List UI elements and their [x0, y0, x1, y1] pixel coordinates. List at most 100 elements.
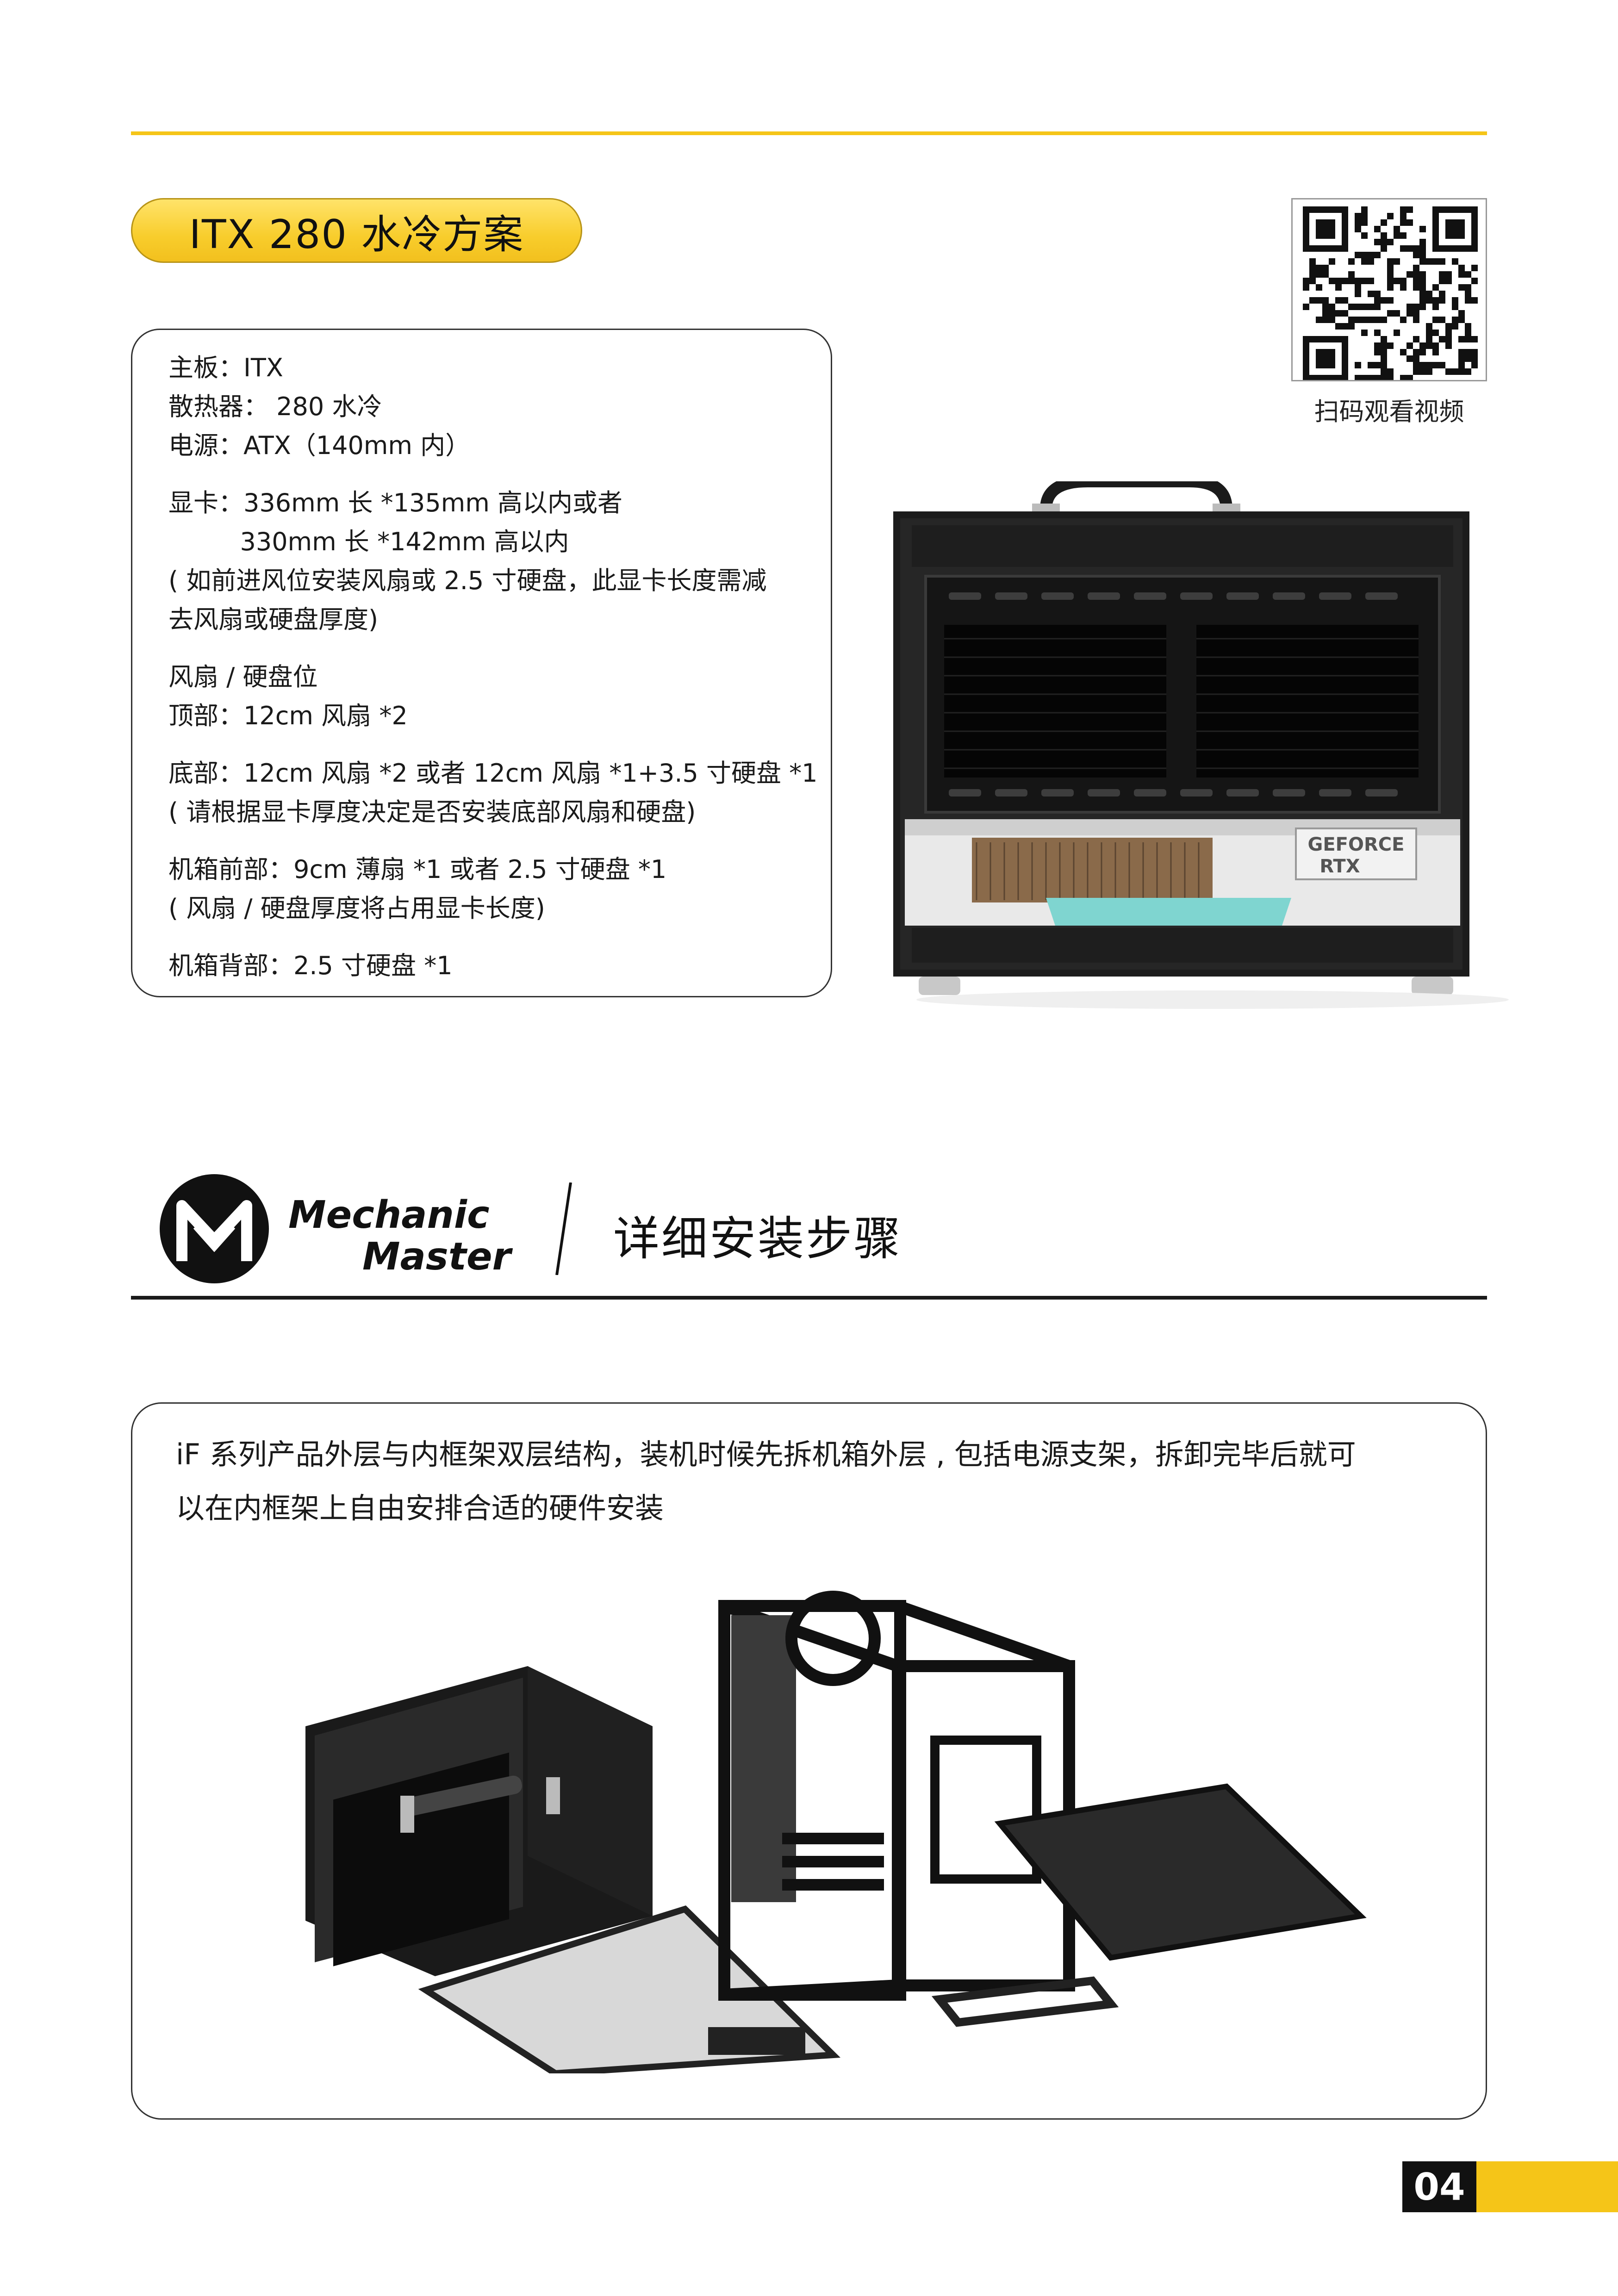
qr-module [1406, 355, 1413, 362]
qr-module [1426, 323, 1432, 330]
qr-module [1400, 232, 1406, 239]
qr-module [1458, 271, 1465, 278]
qr-module [1439, 278, 1445, 284]
qr-module [1381, 219, 1387, 226]
spec-gap [168, 639, 831, 658]
qr-module [1374, 362, 1381, 368]
qr-module [1387, 297, 1394, 304]
qr-module [1316, 265, 1322, 271]
qr-module [1432, 297, 1439, 304]
qr-module [1445, 342, 1452, 349]
qr-module [1471, 349, 1478, 355]
qr-module [1335, 278, 1342, 284]
qr-module [1374, 317, 1381, 323]
qr-module [1445, 271, 1452, 278]
qr-module [1439, 271, 1445, 278]
qr-module [1309, 297, 1316, 304]
qr-module [1387, 239, 1394, 245]
qr-module [1452, 258, 1458, 265]
qr-module [1374, 349, 1381, 355]
spec-line: 机箱背部：2.5 寸硬盘 *1 [168, 951, 453, 980]
qr-code[interactable] [1291, 198, 1487, 381]
qr-module [1381, 336, 1387, 342]
qr-module [1316, 271, 1322, 278]
qr-module [1361, 206, 1368, 213]
qr-module [1439, 291, 1445, 297]
qr-module [1355, 362, 1361, 368]
qr-module [1400, 219, 1406, 226]
qr-module [1452, 297, 1458, 304]
qr-module [1329, 258, 1335, 265]
qr-module [1309, 278, 1316, 284]
qr-module [1355, 252, 1361, 258]
qr-module [1322, 304, 1329, 310]
qr-module [1419, 349, 1426, 355]
qr-module [1419, 362, 1426, 368]
qr-module [1400, 317, 1406, 323]
qr-module [1381, 239, 1387, 245]
qr-module [1387, 265, 1394, 271]
qr-module [1445, 336, 1452, 342]
qr-module [1361, 278, 1368, 284]
qr-module [1432, 342, 1439, 349]
brand-line2: Master [362, 1235, 511, 1279]
qr-module [1413, 368, 1419, 375]
gpu-brand-line1: GEFORCE [1308, 834, 1405, 855]
spec-line: 风扇 / 硬盘位 [168, 662, 318, 691]
qr-module [1400, 349, 1406, 355]
qr-module [1348, 278, 1355, 284]
qr-module [1355, 317, 1361, 323]
qr-module [1458, 310, 1465, 317]
spec-line: 330mm 长 *142mm 高以内 [168, 527, 569, 556]
qr-module [1471, 297, 1478, 304]
qr-module [1413, 336, 1419, 342]
qr-module [1374, 252, 1381, 258]
qr-module [1432, 304, 1439, 310]
qr-module [1374, 239, 1381, 245]
qr-module [1419, 245, 1426, 252]
qr-module [1458, 368, 1465, 375]
qr-module [1419, 239, 1426, 245]
qr-module [1309, 265, 1316, 271]
qr-module [1387, 342, 1394, 349]
qr-module [1413, 278, 1419, 284]
qr-module [1316, 317, 1322, 323]
qr-module [1387, 271, 1394, 278]
qr-module [1374, 226, 1381, 232]
qr-module [1309, 271, 1316, 278]
qr-module [1387, 284, 1394, 291]
qr-module [1361, 213, 1368, 219]
qr-module [1348, 323, 1355, 330]
qr-module [1406, 310, 1413, 317]
qr-module [1419, 252, 1426, 258]
qr-module [1426, 291, 1432, 297]
qr-module [1322, 310, 1329, 317]
qr-module [1387, 375, 1394, 381]
qr-module [1471, 278, 1478, 284]
qr-module [1413, 252, 1419, 258]
qr-module [1452, 323, 1458, 330]
qr-module [1342, 323, 1348, 330]
qr-module [1387, 310, 1394, 317]
qr-module [1406, 342, 1413, 349]
qr-module [1368, 375, 1374, 381]
qr-module [1374, 304, 1381, 310]
qr-module [1355, 226, 1361, 232]
qr-module [1322, 265, 1329, 271]
qr-module [1361, 252, 1368, 258]
qr-module [1368, 304, 1374, 310]
qr-module [1445, 368, 1452, 375]
qr-module [1413, 349, 1419, 355]
qr-module [1329, 310, 1335, 317]
qr-module [1381, 362, 1387, 368]
qr-code-icon [1303, 206, 1478, 381]
qr-module [1458, 362, 1465, 368]
qr-module [1348, 304, 1355, 310]
spec-line: 主板：ITX [168, 353, 283, 382]
qr-module [1368, 362, 1374, 368]
qr-module [1452, 368, 1458, 375]
qr-module [1439, 258, 1445, 265]
qr-module [1458, 284, 1465, 291]
qr-module [1419, 226, 1426, 232]
qr-module [1387, 258, 1394, 265]
